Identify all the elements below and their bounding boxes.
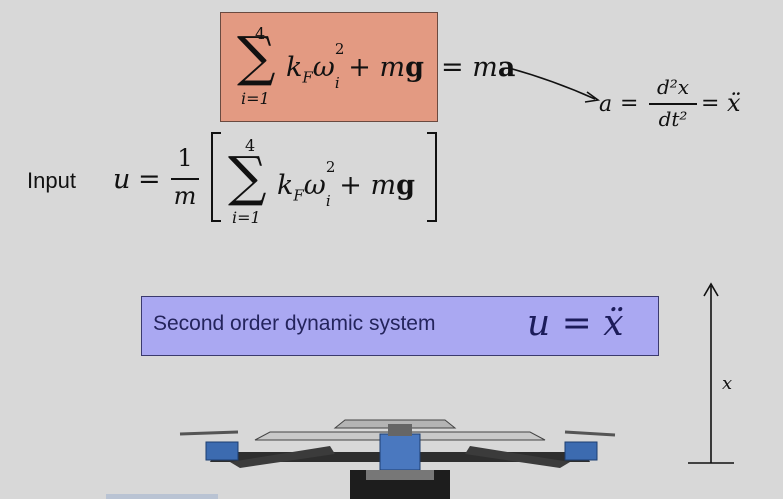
x-axis-label: x (722, 373, 733, 394)
one-over-m-denominator: m (173, 182, 197, 210)
u-symbol: u (113, 164, 131, 195)
input-sum-lower-limit: i=1 (232, 208, 261, 227)
newton-rhs: = ma (441, 52, 516, 83)
accel-equals-2: = (701, 91, 720, 116)
system-equation: u = ẍ (527, 303, 624, 344)
input-sum-upper-limit: 4 (245, 136, 256, 155)
accel-equals-1: = (620, 91, 639, 116)
quadrotor-image (179, 419, 616, 499)
bottom-strip (106, 494, 218, 499)
x-axis-arrow (688, 282, 734, 464)
x-double-dot: ẍ (727, 89, 741, 117)
left-bracket (211, 132, 221, 222)
input-equals: = (138, 164, 161, 195)
input-sum-symbol: ∑ (228, 145, 267, 208)
one-over-m-numerator: 1 (177, 144, 193, 172)
accel-symbol: a (599, 92, 613, 117)
derivative-denominator: dt² (658, 107, 688, 131)
derivative-numerator: d²x (656, 75, 690, 99)
system-box (141, 296, 659, 356)
right-bracket (427, 132, 437, 222)
sum-symbol: ∑ (237, 25, 276, 88)
pointer-arrow (508, 67, 601, 103)
derivative-fraction-bar (649, 103, 697, 105)
one-over-m-bar (171, 178, 199, 180)
highlighted-equation-box (220, 12, 438, 122)
sum-upper-limit: 4 (255, 24, 266, 43)
system-label: Second order dynamic system (153, 312, 436, 335)
input-label: Input (27, 168, 76, 193)
sum-lower-limit: i=1 (241, 89, 270, 108)
